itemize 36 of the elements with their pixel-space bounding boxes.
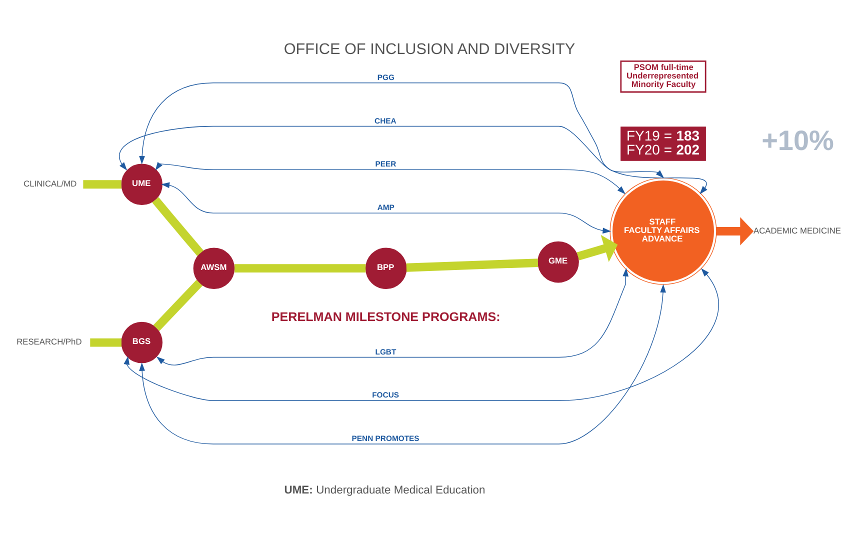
node-circle: STAFF FACULTY AFFAIRS ADVANCE (610, 177, 717, 284)
arrow (139, 284, 666, 444)
label: PERELMAN MILESTONE PROGRAMS: (271, 310, 500, 324)
connector (152, 196, 204, 256)
edge-label: PEER (375, 159, 396, 168)
connector (234, 264, 366, 272)
edge-label: PGG (377, 72, 394, 82)
connector (83, 180, 122, 188)
connector (406, 258, 538, 272)
label: UME: Undergraduate Medical Education (284, 484, 486, 496)
arrow (576, 234, 618, 262)
node-circle: AWSM (193, 247, 235, 288)
arrow (155, 161, 626, 194)
edge-label: PENN PROMOTES (352, 434, 420, 443)
node-text: RESEARCH/PhD (16, 336, 82, 346)
node-box: FY19 = 183 FY20 = 202 (620, 126, 706, 160)
connector (153, 279, 203, 330)
node-circle: GME (538, 240, 579, 282)
connector (90, 338, 122, 346)
arrow (124, 268, 719, 400)
arrow (716, 216, 754, 245)
node-text: ACADEMIC MEDICINE (754, 224, 842, 235)
node-circle: UME (121, 163, 162, 205)
diagram-title: OFFICE OF INCLUSION AND DIVERSITY (284, 40, 576, 58)
node-box: PSOM full-time Underrepresented Minority Faculty (620, 60, 706, 92)
arrow (156, 268, 629, 365)
edge-label: LGBT (375, 346, 396, 356)
arrow (139, 82, 664, 178)
label: +10% (762, 124, 834, 156)
node-circle: BPP (365, 247, 407, 288)
node-text: CLINICAL/MD (24, 178, 77, 188)
edge-label: FOCUS (372, 390, 400, 400)
arrow (161, 182, 612, 234)
edge-label: AMP (377, 202, 394, 212)
edge-label: CHEA (374, 116, 396, 125)
node-circle: BGS (121, 321, 162, 363)
